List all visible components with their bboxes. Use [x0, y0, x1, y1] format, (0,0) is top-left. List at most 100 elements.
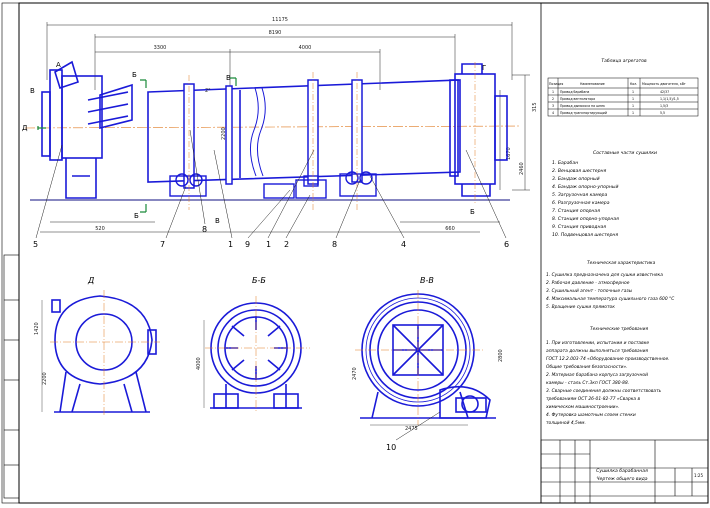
section-mark-v-left: В	[30, 87, 35, 95]
spec-r3-name: Привод дымососа на шнек	[560, 104, 605, 108]
spec-r4-power: 5,5	[660, 111, 665, 115]
spec-r1-power: 42/37	[660, 90, 669, 94]
spec-r4-qty: 1	[632, 111, 634, 115]
spec-r2-qty: 1	[632, 97, 634, 101]
callout-4: 4	[401, 240, 406, 249]
view-d-dim-w: 2200	[42, 372, 48, 385]
tech-spec-3: 3. Сушильный агент - топочные газы	[546, 288, 633, 294]
view-bb-title: Б-Б	[252, 276, 266, 285]
parts-item-6: 6. Разгрузочная камера	[552, 200, 610, 206]
spec-table: Таблица агрегатов Позиция Наименование К…	[547, 58, 699, 117]
view-bb-dim: 4000	[196, 357, 202, 370]
spec-h-qty: Кол.	[630, 82, 637, 86]
slope-label: 2°	[205, 88, 211, 94]
title-name-line1: Сушилка барабанная	[596, 468, 648, 474]
view-vv-title: В-В	[420, 276, 434, 285]
tech-requirements: Технические требования 1. При изготовлен…	[545, 326, 670, 426]
req-line-2: аппарата должны выполняться требования	[546, 348, 648, 354]
spec-r3-pos: 3	[552, 104, 554, 108]
parts-list: Составные части сушилки 1. Барабан 2. Ве…	[552, 150, 657, 238]
section-mark-b-top: Б	[132, 71, 137, 79]
title-block: Сушилка барабанная Чертеж общего вида 1:…	[540, 439, 709, 504]
spec-h-pos: Позиция	[549, 82, 563, 86]
spec-r2-power: 1,1(1,5)/1,5	[660, 97, 679, 101]
spec-r4-name: Привод транспортирующий	[560, 111, 607, 115]
callout-7: 7	[160, 240, 165, 249]
section-mark-b-bottom: Б	[134, 212, 139, 220]
section-mark-d: Д	[22, 124, 28, 132]
req-line-5: 2. Материал барабана корпуса загрузочной	[546, 372, 648, 378]
parts-item-3: 3. Бандаж опорный	[552, 176, 600, 182]
req-line-6: камеры - сталь Ст.3кп ГОСТ 380-88.	[546, 380, 629, 386]
parts-item-5: 5. Загрузочная камера	[552, 192, 607, 198]
parts-item-10: 10. Подвенцовая шестерня	[552, 232, 618, 238]
tech-spec-4: 4. Максимальная температура сушильного г…	[546, 296, 675, 302]
view-d-dim-h: 1420	[34, 322, 40, 335]
main-view: 11175 8190 3300 4000 520 660 1670 2460 3…	[22, 17, 538, 249]
title-scale: 1:25	[694, 473, 703, 478]
dim-height: 1670	[506, 147, 512, 160]
spec-r1-pos: 1	[552, 90, 554, 94]
spec-r4-pos: 4	[552, 111, 554, 115]
tech-specs: Техническая характеристика 1. Сушилка пр…	[546, 260, 675, 310]
dim-side: 315	[532, 102, 538, 112]
view-vv-callout: 10	[386, 443, 396, 452]
callout-8b: 8	[332, 240, 337, 249]
req-line-8: требованиям ОСТ 26-01-82-77 «Сварка в	[546, 396, 640, 402]
view-vv: В-В 2470 2800 2475 10	[352, 276, 504, 452]
dim-drum: 8190	[269, 30, 282, 36]
view-vv-dim-h2: 2800	[498, 349, 504, 362]
section-mark-b-right: Б	[470, 208, 475, 216]
section-mark-v-top: В	[226, 74, 231, 82]
req-line-9: химическом машиностроении».	[545, 405, 620, 410]
spec-r2-pos: 2	[552, 97, 554, 101]
parts-item-9: 9. Станция приводная	[552, 224, 606, 230]
binding-strip	[3, 254, 20, 499]
view-d-title: Д	[87, 276, 94, 285]
req-line-10: 4. Футеровка шамотным слоем стенки	[546, 412, 636, 418]
dim-total: 11175	[272, 17, 288, 23]
dim-diam: 2200	[221, 127, 227, 140]
parts-item-7: 7. Станция опорная	[552, 208, 600, 214]
parts-item-1: 1. Барабан	[552, 160, 578, 166]
dim-bottom-right: 660	[445, 226, 455, 232]
callout-9: 9	[245, 240, 250, 249]
callout-6: 6	[504, 240, 509, 249]
spec-r1-name: Привод барабана	[560, 90, 589, 94]
parts-item-4: 4. Бандаж опорно-упорный	[552, 184, 618, 190]
section-mark-g: Г	[482, 64, 486, 72]
view-vv-dim-w: 2475	[405, 426, 418, 432]
spec-table-title: Таблица агрегатов	[601, 58, 647, 64]
view-bb: Б-Б 4000	[196, 276, 310, 412]
tech-spec-1: 1. Сушилка предназначена для сушки извес…	[546, 272, 663, 278]
spec-r1-qty: 1	[632, 90, 634, 94]
req-line-7: 3. Сварные соединения должны соответство…	[546, 388, 662, 394]
title-name-line2: Чертеж общего вида	[596, 476, 647, 482]
spec-r2-name: Привод вентилятора	[560, 97, 595, 101]
req-line-3: ГОСТ 12.2.003-74 «Оборудование производс…	[546, 356, 670, 362]
section-mark-v-bottom: В	[215, 217, 220, 225]
spec-r3-qty: 1	[632, 104, 634, 108]
requirements-title: Технические требования	[590, 326, 648, 332]
parts-list-title: Составные части сушилки	[593, 150, 657, 156]
tech-spec-2: 2. Рабочая давление - атмосферное	[546, 280, 630, 286]
dim-bottom-left: 520	[95, 226, 105, 232]
dim-a: 3300	[154, 45, 167, 51]
spec-h-power: Мощность двигателя, кВт	[642, 82, 686, 86]
callout-2: 2	[284, 240, 289, 249]
dim-b: 4000	[299, 45, 312, 51]
callout-1a: 1	[228, 240, 233, 249]
parts-item-8: 8. Станция опорно-упорная	[552, 216, 619, 222]
tech-specs-title: Техническая характеристика	[587, 260, 656, 266]
view-vv-dim-h: 2470	[352, 367, 358, 380]
req-line-1: 1. При изготовлении, испытании и поставк…	[546, 340, 649, 346]
dim-height2: 2460	[519, 162, 525, 175]
tech-spec-5: 5. Вращение сушки прямоток	[546, 304, 615, 310]
req-line-4: Общие требования безопасности».	[546, 364, 628, 370]
spec-h-name: Наименование	[580, 82, 605, 86]
callout-5: 5	[33, 240, 38, 249]
req-line-11: толщиной 4,5мм.	[546, 420, 586, 426]
callout-1b: 1	[266, 240, 271, 249]
